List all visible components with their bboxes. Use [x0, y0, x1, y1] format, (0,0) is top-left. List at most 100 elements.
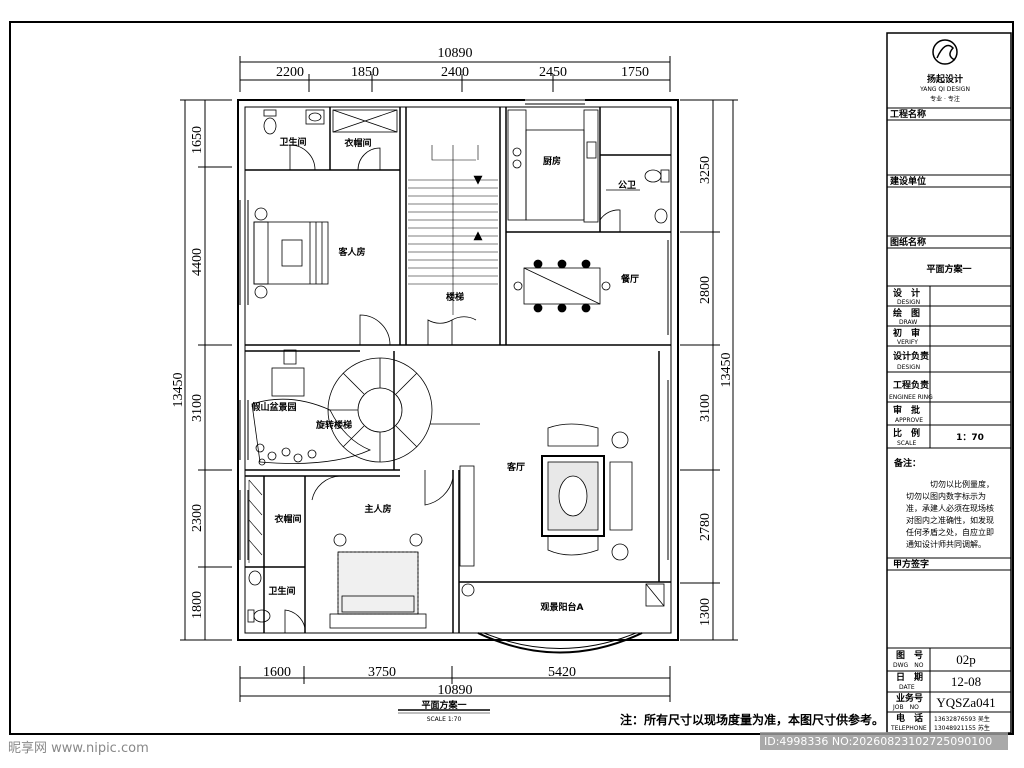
room-garden: 假山盆景园 — [251, 401, 296, 413]
remarks-line-5: 任何矛盾之处，自应立即 — [906, 527, 994, 537]
bottom-seg-1: 1600 — [263, 665, 291, 680]
remarks-line-2: 切勿以图内数字标示为 — [906, 491, 986, 501]
row-draw-zh: 绘 图 — [893, 307, 920, 319]
right-dimensions — [680, 99, 738, 641]
public-bath-fixtures — [606, 169, 670, 224]
logo-mark — [932, 39, 958, 65]
room-balcony: 观景阳台A — [541, 601, 584, 613]
room-kitchen: 厨房 — [543, 155, 561, 167]
tel-label-zh: 电 话 — [896, 712, 923, 724]
room-stairs: 楼梯 — [446, 291, 464, 303]
date-value: 12-08 — [951, 674, 981, 689]
row-design-lead-en: DESIGN — [897, 364, 920, 371]
scale-label-zh: 比 例 — [893, 427, 920, 439]
bottom-seg-2: 3750 — [368, 665, 396, 680]
watermark-id-box — [760, 732, 1008, 750]
dwg-no-label-zh: 图 号 — [896, 650, 923, 661]
garden-features — [251, 349, 372, 466]
right-seg-3: 3100 — [698, 394, 713, 422]
stairs-steps — [408, 145, 498, 315]
plan-title: 平面方案一 — [421, 699, 466, 711]
remarks-line-6: 通知设计师共同调解。 — [906, 539, 986, 549]
scale-label-en: SCALE — [897, 440, 916, 447]
room-dining: 餐厅 — [620, 273, 639, 285]
dining-table — [513, 259, 611, 313]
interior-walls — [245, 107, 671, 633]
bottom-total-dim: 10890 — [438, 683, 473, 698]
left-seg-4: 2300 — [190, 504, 205, 532]
tel-label-en: TELEPHONE — [890, 725, 927, 732]
project-name-label: 工程名称 — [890, 108, 926, 120]
left-total-dim: 13450 — [171, 373, 186, 408]
right-seg-1: 3250 — [698, 156, 713, 184]
top-seg-4: 2450 — [539, 65, 567, 80]
row-verify-en: VERIFY — [897, 339, 918, 346]
watermark-left: 昵享网 www.nipic.com — [8, 740, 149, 756]
drawing-name-label: 图纸名称 — [890, 236, 926, 248]
dwg-no: 02p — [956, 652, 976, 667]
row-approve-zh: 审 批 — [893, 404, 920, 416]
guest-bed — [253, 207, 329, 299]
left-dimensions — [180, 99, 232, 641]
remarks-line-3: 准，承建人必须在现场核 — [906, 503, 994, 513]
kitchen-counter — [507, 109, 599, 223]
remarks-label: 备注： — [893, 457, 921, 469]
left-seg-3: 3100 — [190, 394, 205, 422]
right-seg-5: 1300 — [698, 598, 713, 626]
right-total-dim: 13450 — [719, 353, 734, 388]
right-seg-2: 2800 — [698, 276, 713, 304]
tel-1: 13632876593 吴生 — [934, 715, 990, 723]
row-verify-zh: 初 审 — [893, 327, 920, 339]
doors — [284, 144, 621, 633]
living-furniture — [430, 423, 633, 567]
top-seg-5: 1750 — [621, 65, 649, 80]
job-no-label-en: JOB NO — [892, 704, 919, 711]
client-label: 建设单位 — [890, 175, 926, 187]
date-label-en: DATE — [899, 684, 915, 691]
dwg-no-label-en: DWG NO — [893, 662, 924, 669]
left-seg-1: 1650 — [190, 126, 205, 154]
scale-value: 1：70 — [956, 433, 984, 443]
room-bathroom-top: 卫生间 — [279, 136, 306, 148]
row-engineering-zh: 工程负责 — [893, 379, 929, 391]
room-closet-bottom: 衣帽间 — [274, 513, 301, 525]
master-bed — [329, 533, 427, 629]
tel-2: 13048921155 苏生 — [934, 724, 990, 732]
balcony-planters — [461, 583, 665, 607]
room-public-bath: 公卫 — [618, 180, 636, 191]
logo-tag: 专业 · 专注 — [930, 95, 960, 103]
logo-text: 扬起设计 — [927, 73, 963, 85]
top-seg-3: 2400 — [441, 65, 469, 80]
top-bathroom-fixtures — [263, 109, 398, 135]
room-living: 客厅 — [506, 461, 525, 473]
left-seg-5: 1800 — [190, 591, 205, 619]
top-total-dim: 10890 — [438, 46, 473, 61]
left-seg-2: 4400 — [190, 248, 205, 276]
logo-sub: YANG QI DESIGN — [919, 86, 970, 93]
date-label-zh: 日 期 — [896, 671, 923, 683]
balcony-bow-wall — [477, 632, 643, 654]
bottom-bathroom-fixtures — [247, 570, 271, 623]
room-spiral-stair: 旋转楼梯 — [315, 419, 352, 431]
remarks-line-4: 对图内之准确性，如发现 — [906, 515, 994, 525]
job-no-label-zh: 业务号 — [896, 692, 923, 704]
exterior-walls — [237, 99, 679, 641]
remarks-line-1: 切勿以比例量度， — [930, 479, 994, 489]
plan-scale: SCALE 1:70 — [427, 716, 462, 723]
row-design-lead-zh: 设计负责 — [893, 350, 929, 362]
top-dimensions — [239, 56, 671, 92]
job-no: YQSZa041 — [936, 695, 995, 710]
top-seg-2: 1850 — [351, 65, 379, 80]
sheet-border — [9, 21, 1014, 735]
room-guest: 客人房 — [337, 246, 365, 258]
top-seg-1: 2200 — [276, 65, 304, 80]
right-seg-4: 2780 — [698, 513, 713, 541]
row-approve-en: APPROVE — [895, 417, 923, 424]
room-closet-top: 衣帽间 — [344, 137, 371, 149]
closet-bottom-shelves — [248, 479, 263, 563]
row-engineering-en: ENGINEE RING — [889, 394, 933, 401]
footnote: 注：所有尺寸以现场度量为准，本图尺寸供参考。 — [620, 712, 884, 727]
row-design-zh: 设 计 — [893, 287, 920, 299]
room-master: 主人房 — [364, 503, 391, 515]
